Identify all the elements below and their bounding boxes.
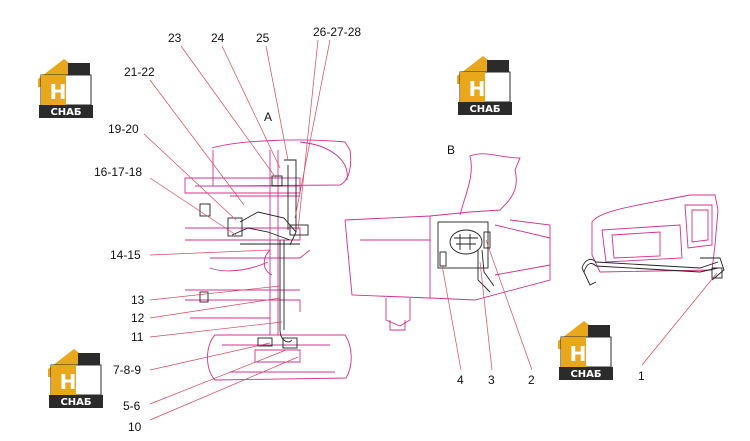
callout-4: 4 (457, 373, 464, 387)
callout-26-27-28: 26-27-28 (313, 25, 361, 39)
view-label-b: B (447, 143, 455, 157)
left-assembly-drawing (184, 139, 352, 381)
logo-caption: СНАБ (50, 107, 81, 118)
callout-7-8-9: 7-8-9 (113, 363, 141, 377)
callout-25: 25 (256, 31, 270, 45)
brand-logo-bottom-left: H3 СНАБ (48, 349, 103, 408)
logo-letters: H3 (60, 370, 91, 394)
logo-letters: H3 (570, 342, 601, 366)
brand-logo-top-left: H3 СНАБ (38, 59, 93, 118)
callout-12: 12 (131, 311, 145, 325)
callout-11: 11 (131, 330, 144, 344)
callout-10: 10 (128, 420, 142, 434)
callout-24: 24 (211, 31, 225, 45)
logo-caption: СНАБ (570, 369, 601, 380)
leader-lines (143, 39, 718, 421)
right-assembly-drawing (581, 194, 725, 286)
callout-5-6: 5-6 (123, 399, 141, 413)
callout-19-20: 19-20 (108, 122, 139, 136)
callout-2: 2 (528, 373, 535, 387)
middle-assembly-drawing (344, 153, 551, 331)
callout-14-15: 14-15 (110, 248, 141, 262)
logo-letters: H3 (50, 80, 81, 104)
callout-13: 13 (131, 293, 145, 307)
logo-letters: H3 (469, 77, 500, 101)
callout-labels: 23 24 25 26-27-28 21-22 19-20 16-17-18 1… (94, 25, 645, 434)
brand-logo-top-center: H3 СНАБ (457, 56, 512, 115)
logo-caption: СНАБ (60, 397, 91, 408)
callout-23: 23 (168, 31, 182, 45)
callout-3: 3 (488, 373, 495, 387)
logo-caption: СНАБ (469, 104, 500, 115)
brand-logo-bottom-right: H3 СНАБ (558, 321, 613, 380)
callout-16-17-18: 16-17-18 (94, 165, 142, 179)
callout-21-22: 21-22 (124, 65, 155, 79)
callout-1: 1 (638, 369, 645, 383)
view-label-a: A (264, 110, 272, 124)
